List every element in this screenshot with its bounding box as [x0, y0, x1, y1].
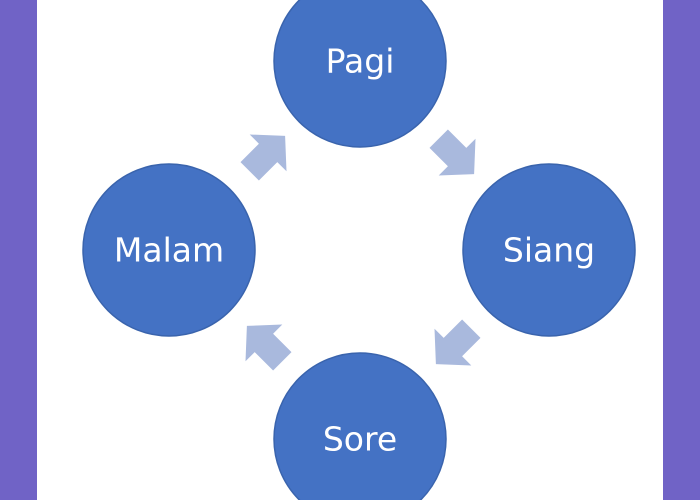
node-sore-label: Sore	[323, 420, 397, 459]
node-malam: Malam	[82, 163, 256, 337]
node-siang-circle	[462, 163, 636, 337]
node-pagi-label: Pagi	[326, 42, 395, 81]
arrow-pagi-to-siang	[429, 129, 476, 176]
node-siang-label: Siang	[503, 231, 595, 270]
cycle-diagram: Pagi Siang Sore Malam	[82, 0, 636, 500]
arrow-sore-to-malam	[245, 324, 292, 371]
node-pagi: Pagi	[273, 0, 447, 148]
node-pagi-circle	[273, 0, 447, 148]
node-sore: Sore	[273, 352, 447, 500]
arrow-malam-to-pagi	[240, 134, 287, 181]
node-malam-label: Malam	[114, 231, 224, 270]
node-sore-circle	[273, 352, 447, 500]
node-malam-circle	[82, 163, 256, 337]
diagram-canvas: Pagi Siang Sore Malam	[37, 0, 663, 500]
arrow-siang-to-sore	[434, 319, 481, 366]
node-siang: Siang	[462, 163, 636, 337]
